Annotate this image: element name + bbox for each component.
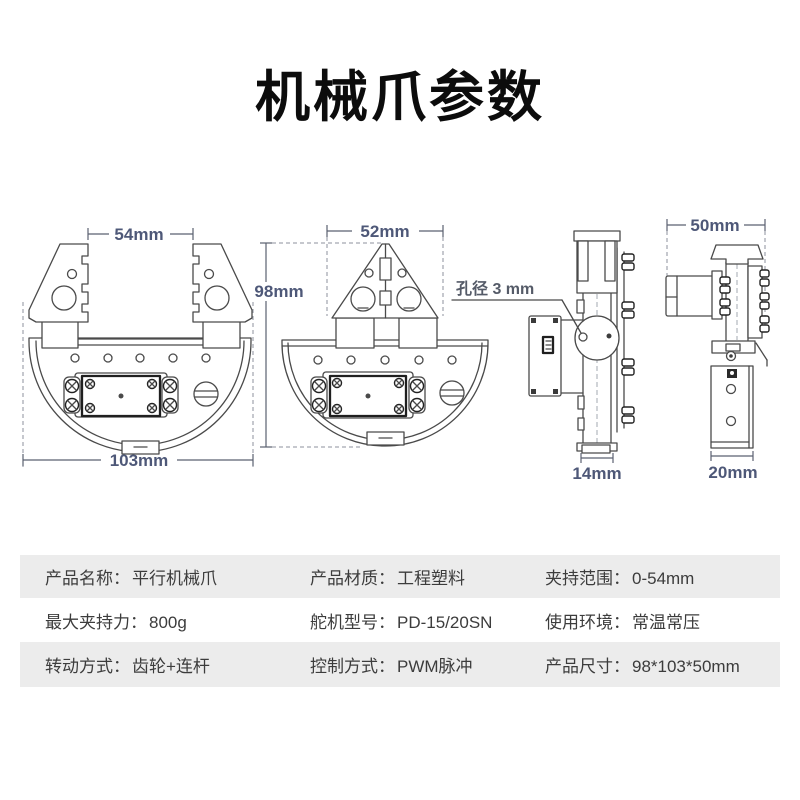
spec-material: 产品材质：工程塑料	[310, 564, 545, 589]
spec-environment: 使用环境：常温常压	[545, 608, 780, 633]
table-row: 产品名称：平行机械爪 产品材质：工程塑料 夹持范围：0-54mm	[20, 555, 780, 598]
spec-product-name: 产品名称：平行机械爪	[45, 564, 310, 589]
view1-bottom-dimension: 103mm	[110, 451, 169, 470]
spec-label: 夹持范围：	[545, 569, 630, 588]
view1-top-dimension: 54mm	[114, 225, 163, 244]
spec-max-grip-force: 最大夹持力：800g	[45, 608, 310, 633]
page-title: 机械爪参数	[254, 66, 545, 128]
spec-value: PWM脉冲	[397, 657, 473, 676]
table-row: 最大夹持力：800g 舵机型号：PD-15/20SN 使用环境：常温常压	[20, 598, 780, 642]
view-front-closed-drawing: 52mm 98mm	[254, 222, 489, 448]
screw-icons	[621, 253, 635, 424]
view-profile-drawing: 50mm	[665, 216, 770, 482]
spec-label: 产品名称：	[45, 569, 130, 588]
spec-value: 平行机械爪	[132, 569, 217, 588]
spec-label: 控制方式：	[310, 657, 395, 676]
view-side-drawing: 14mm 孔径 3 mm	[451, 230, 635, 483]
spec-grip-range: 夹持范围：0-54mm	[545, 564, 780, 589]
view2-left-dimension: 98mm	[254, 282, 303, 301]
view4-top-dimension: 50mm	[690, 216, 739, 235]
screw-icons	[63, 376, 179, 414]
spec-value: 常温常压	[632, 612, 700, 632]
spec-label: 舵机型号：	[310, 612, 395, 632]
spec-dimensions: 产品尺寸：98*103*50mm	[545, 652, 780, 677]
spec-label: 使用环境：	[545, 612, 630, 632]
spec-value: 800g	[149, 612, 187, 632]
spec-servo-model: 舵机型号：PD-15/20SN	[310, 608, 545, 633]
spec-value: PD-15/20SN	[397, 612, 493, 632]
spec-table: 产品名称：平行机械爪 产品材质：工程塑料 夹持范围：0-54mm 最大夹持力：8…	[20, 555, 780, 687]
view2-top-dimension: 52mm	[360, 222, 409, 241]
screw-icons	[310, 376, 426, 415]
table-row: 转动方式：齿轮+连杆 控制方式：PWM脉冲 产品尺寸：98*103*50mm	[20, 642, 780, 687]
spec-value: 工程塑料	[397, 569, 465, 588]
spec-label: 最大夹持力：	[45, 612, 147, 632]
spec-label: 产品尺寸：	[545, 657, 630, 676]
spec-drive-type: 转动方式：齿轮+连杆	[45, 652, 310, 677]
view4-bottom-dimension: 20mm	[708, 463, 757, 482]
spec-label: 产品材质：	[310, 569, 395, 588]
hole-diameter-note: 孔径 3 mm	[456, 279, 534, 298]
spec-value: 0-54mm	[632, 569, 695, 588]
screw-icons	[759, 269, 770, 333]
view-front-open-drawing: 54mm	[22, 225, 254, 470]
spec-label: 转动方式：	[45, 657, 130, 676]
spec-value: 齿轮+连杆	[132, 657, 210, 676]
view3-bottom-dimension: 14mm	[572, 464, 621, 483]
spec-value: 98*103*50mm	[632, 657, 740, 676]
spec-control-type: 控制方式：PWM脉冲	[310, 652, 545, 677]
